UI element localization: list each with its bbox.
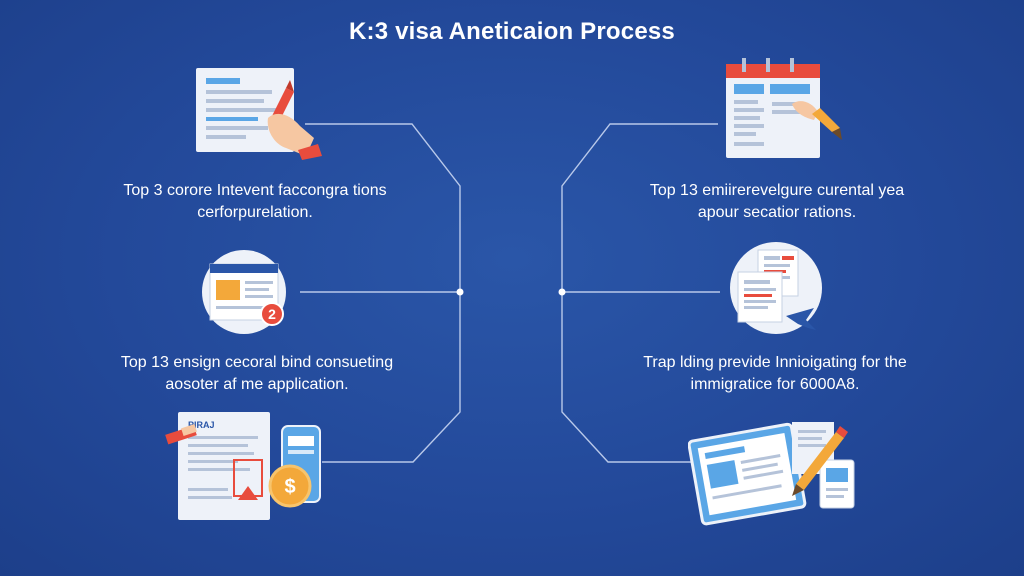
tablet-pencil-icon bbox=[688, 422, 855, 526]
step-caption-left-2: Top 13 ensign cecoral bind consueting ao… bbox=[92, 352, 422, 396]
caption-line: immigratice for 6000A8. bbox=[690, 376, 860, 393]
step-caption-left-1: Top 3 corore Intevent faccongra tions ce… bbox=[90, 180, 420, 224]
connector-right-bottom bbox=[561, 292, 694, 463]
form-phone-coin-icon: PIRAJ $ bbox=[165, 412, 321, 520]
step-caption-right-1: Top 13 emiirerevelgure curental yea apou… bbox=[612, 180, 942, 224]
caption-line: Trap lding previde Innioigating for the bbox=[643, 354, 907, 371]
step-badge: 2 bbox=[268, 306, 276, 322]
documents-airplane-icon bbox=[730, 242, 822, 334]
junction-dot-right bbox=[558, 288, 566, 296]
webpage-badge-icon: 2 bbox=[202, 250, 286, 334]
document-hand-pencil-icon bbox=[196, 68, 322, 160]
junction-dot-left bbox=[456, 288, 464, 296]
page-title: K:3 visa Aneticaion Process bbox=[349, 18, 675, 45]
calendar-pencil-icon bbox=[726, 58, 842, 158]
step-caption-right-2: Trap lding previde Innioigating for the … bbox=[610, 352, 940, 396]
form-label: PIRAJ bbox=[188, 420, 215, 430]
connector-left-top bbox=[305, 123, 461, 292]
connector-left-bottom bbox=[322, 292, 461, 463]
coin-symbol: $ bbox=[284, 476, 295, 498]
caption-line: Top 13 ensign cecoral bind consueting bbox=[120, 354, 394, 371]
caption-line: aosoter af me application. bbox=[165, 376, 349, 393]
caption-line: apour secatior rations. bbox=[697, 204, 857, 221]
connector-right-top bbox=[561, 123, 718, 292]
caption-line: Top 3 corore Intevent faccongra tions bbox=[123, 182, 387, 199]
caption-line: cerforpurelation. bbox=[197, 204, 313, 221]
caption-line: Top 13 emiirerevelgure curental yea bbox=[649, 182, 905, 199]
